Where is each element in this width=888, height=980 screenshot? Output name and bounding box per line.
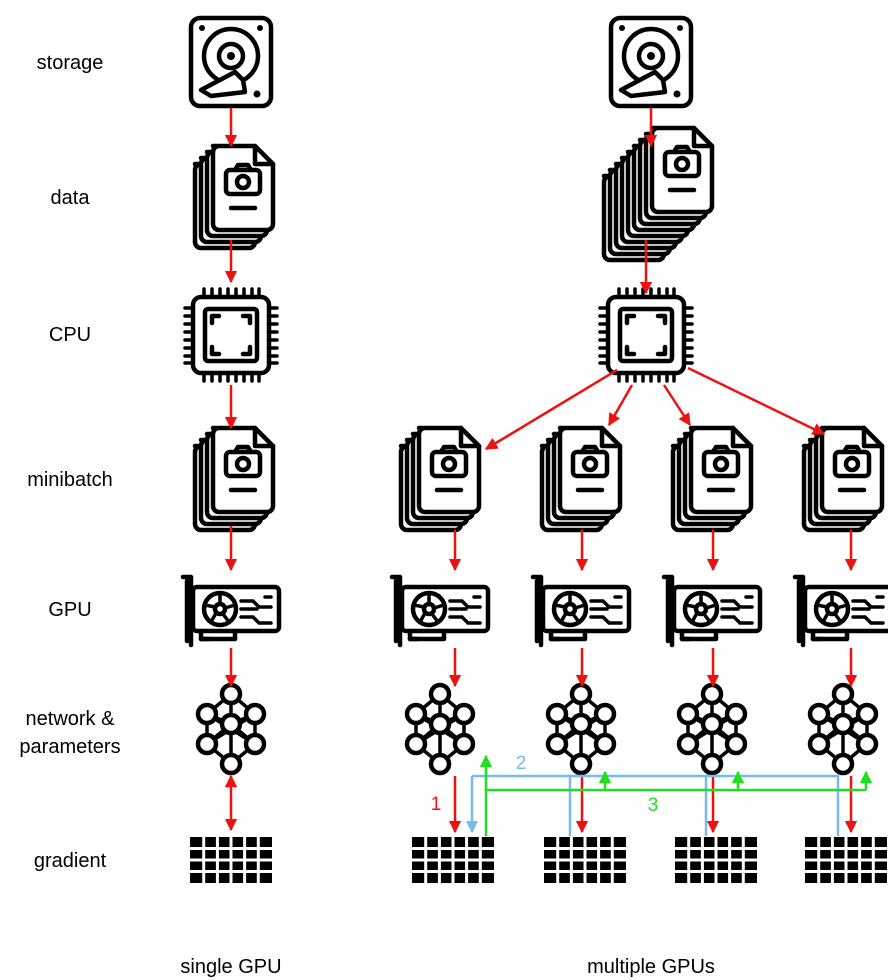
- row-label-cpu: CPU: [49, 324, 91, 346]
- row-label-gradient: gradient: [34, 850, 107, 872]
- forward-arrows: [448, 108, 858, 834]
- photo-document-stack-icon: [195, 428, 273, 530]
- photo-document-stack-icon: [542, 428, 620, 530]
- step-label-3: 3: [648, 795, 659, 816]
- neural-network-icon: [810, 685, 876, 773]
- gradient-grid-icon: [803, 835, 888, 885]
- gradient-grid-icon: [542, 835, 628, 885]
- photo-document-stack-icon: [195, 146, 273, 248]
- row-label-network-line1: network &: [26, 708, 116, 730]
- parameter-broadcast-lines: [479, 754, 873, 836]
- gradient-grid-icon: [410, 835, 496, 885]
- row-label-network-line2: parameters: [19, 736, 120, 758]
- column-label-multiple-gpus: multiple GPUs: [587, 956, 715, 978]
- photo-document-stack-icon: [673, 428, 751, 530]
- neural-network-icon: [679, 685, 745, 773]
- cpu-chip-icon: [185, 289, 277, 381]
- gpu-card-icon: [664, 577, 760, 645]
- photo-document-stack-icon: [604, 128, 712, 260]
- photo-document-stack-icon: [804, 428, 882, 530]
- multiple-gpus-column: 1 2 3: [392, 18, 888, 885]
- row-label-gpu: GPU: [48, 599, 91, 621]
- gpu-card-icon: [533, 577, 629, 645]
- gradient-grid-icon: [673, 835, 759, 885]
- hard-drive-icon: [611, 18, 691, 106]
- gradient-aggregation-lines: [465, 774, 840, 836]
- photo-document-stack-icon: [401, 428, 479, 530]
- hard-drive-icon: [191, 18, 271, 106]
- worker-4: [795, 428, 888, 885]
- gpu-card-icon: [392, 577, 488, 645]
- row-label-data: data: [51, 187, 91, 209]
- neural-network-icon: [548, 685, 614, 773]
- neural-network-icon: [198, 685, 264, 773]
- step-label-2: 2: [516, 753, 527, 774]
- gpu-card-icon: [795, 577, 888, 645]
- column-label-single-gpu: single GPU: [180, 956, 281, 978]
- neural-network-icon: [407, 685, 473, 773]
- single-gpu-column: [183, 18, 279, 885]
- worker-1: [392, 428, 496, 885]
- step-label-1: 1: [431, 794, 442, 815]
- gradient-grid-icon: [188, 835, 274, 885]
- gpu-card-icon: [183, 577, 279, 645]
- row-label-minibatch: minibatch: [27, 469, 113, 491]
- row-label-storage: storage: [37, 52, 104, 74]
- cpu-chip-icon: [600, 289, 692, 381]
